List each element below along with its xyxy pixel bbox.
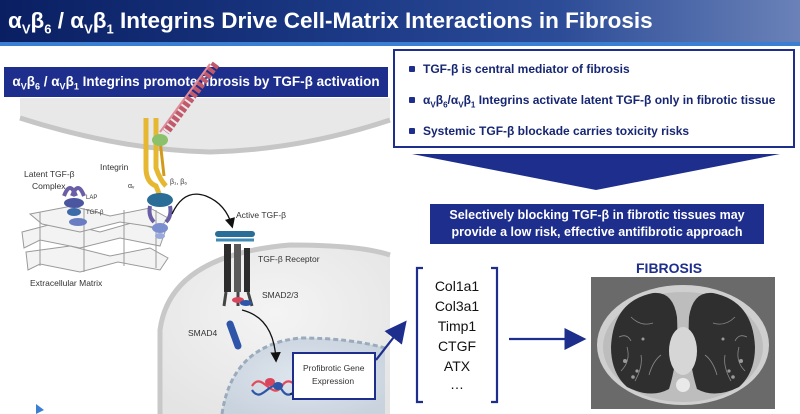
nuclear-translocation-arrow	[241, 309, 281, 363]
alpha-v-label: αᵥ	[128, 183, 135, 190]
gene-item: ATX	[443, 358, 471, 374]
lung-ct-image	[591, 277, 775, 409]
to-genes-arrow	[375, 320, 407, 361]
actin-filament	[152, 61, 220, 146]
active-tgfb	[215, 231, 255, 242]
corner-logo-mark	[36, 404, 44, 414]
approach-box: Selectively blocking TGF-β in fibrotic t…	[430, 204, 764, 244]
integrin	[143, 118, 173, 239]
gene-list: Col1a1 Col3a1 Timp1 CTGF ATX …	[416, 268, 498, 402]
latent-complex-label-2: Complex	[32, 181, 66, 191]
latent-complex-label-1: Latent TGF-β	[24, 169, 75, 179]
bullet-2: αVβ6/αVβ1 Integrins activate latent TGF-…	[409, 93, 775, 109]
approach-line-1: Selectively blocking TGF-β in fibrotic t…	[449, 208, 745, 222]
lap-label: LAP	[86, 195, 97, 201]
activation-arrow	[171, 193, 235, 229]
upper-cell	[19, 98, 391, 155]
smad4-label: SMAD4	[188, 328, 218, 338]
bullet-dot	[409, 66, 415, 72]
smad4	[226, 320, 242, 350]
integrin-label: Integrin	[100, 162, 129, 172]
slide-title: αVβ6 / αVβ1 Integrins Drive Cell-Matrix …	[8, 8, 653, 37]
extracellular-matrix	[21, 205, 169, 273]
gene-list-brackets	[415, 266, 499, 404]
beta-subunits-label: β₁, β₆	[170, 179, 187, 186]
active-tgfb-label: Active TGF-β	[236, 210, 286, 220]
tgfb-small-label: TGF-β	[86, 210, 104, 216]
gene-item: Col3a1	[434, 298, 480, 314]
gene-item: …	[450, 376, 464, 392]
gene-item: Timp1	[437, 318, 477, 334]
smad23-label: SMAD2/3	[262, 290, 299, 300]
bullet-dot	[409, 128, 415, 134]
profibrotic-box	[292, 352, 376, 400]
bullet-1: TGF-β is central mediator of fibrosis	[409, 62, 630, 76]
receptor-label: TGF-β Receptor	[258, 254, 320, 264]
title-underline	[0, 42, 800, 46]
title-bar: αVβ6 / αVβ1 Integrins Drive Cell-Matrix …	[0, 0, 800, 42]
approach-line-2: provide a low risk, effective antifibrot…	[451, 225, 743, 239]
key-points-box: TGF-β is central mediator of fibrosis αV…	[393, 49, 795, 148]
bullet-dot	[409, 97, 415, 103]
lung-ct-drawing	[591, 277, 775, 409]
profibrotic-label-2: Expression	[312, 376, 354, 386]
latent-tgfb-complex	[62, 186, 87, 226]
gene-item: Col1a1	[434, 278, 480, 294]
tgfb-receptor	[222, 244, 254, 307]
ecm-label: Extracellular Matrix	[30, 278, 103, 288]
funnel-chevron	[412, 154, 780, 190]
profibrotic-label-1: Profibrotic Gene	[303, 363, 365, 373]
bullet-3: Systemic TGF-β blockade carries toxicity…	[409, 124, 689, 138]
fibrosis-label: FIBROSIS	[636, 260, 703, 276]
gene-item: CTGF	[437, 338, 477, 354]
